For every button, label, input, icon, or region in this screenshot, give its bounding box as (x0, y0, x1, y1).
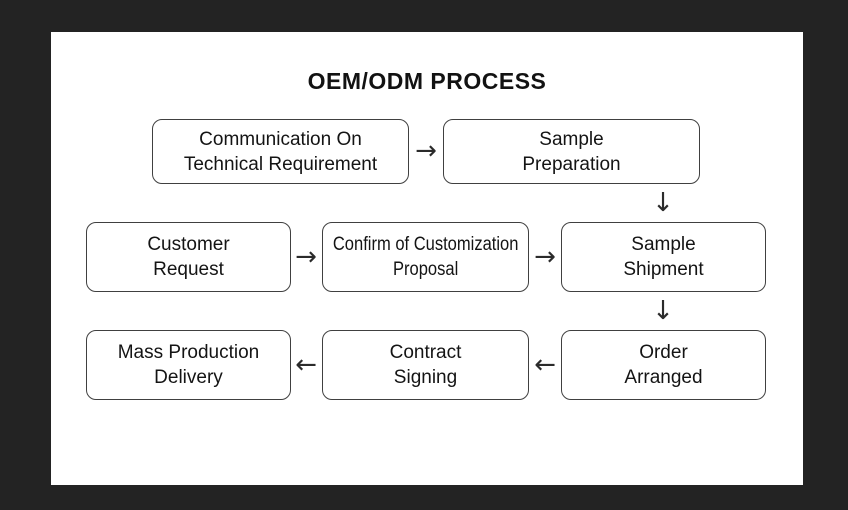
diagram-title: OEM/ODM PROCESS (307, 68, 547, 94)
left-arrow-icon: ← (295, 350, 317, 380)
right-arrow-icon: → (534, 242, 556, 272)
node-label: Confirm of Customization Proposal (332, 234, 519, 280)
node-label: Mass Production Delivery (117, 342, 260, 388)
node-contract-signing: Contract Signing (322, 330, 529, 400)
node-confirm-of-customization-proposal: Confirm of Customization Proposal (322, 222, 529, 292)
down-arrow-icon: ↓ (652, 188, 674, 218)
node-customer-request: Customer Request (86, 222, 291, 292)
left-arrow-icon: ← (534, 350, 556, 380)
node-communication-on-technical-requirement: Communication On Technical Requirement (152, 119, 409, 184)
node-mass-production-delivery: Mass Production Delivery (86, 330, 291, 400)
node-label: Sample Shipment (623, 234, 704, 280)
node-label: Customer Request (147, 234, 230, 280)
node-label: Communication On Technical Requirement (183, 128, 378, 175)
node-label: Order Arranged (624, 342, 703, 388)
node-sample-shipment: Sample Shipment (561, 222, 766, 292)
node-sample-preparation: Sample Preparation (443, 119, 700, 184)
node-label: Contract Signing (389, 342, 462, 388)
node-order-arranged: Order Arranged (561, 330, 766, 400)
right-arrow-icon: → (295, 242, 317, 272)
diagram-card: OEM/ODM PROCESS Communication On Technic… (51, 32, 803, 485)
node-label: Sample Preparation (522, 128, 621, 175)
down-arrow-icon: ↓ (652, 296, 674, 326)
right-arrow-icon: → (415, 136, 437, 166)
